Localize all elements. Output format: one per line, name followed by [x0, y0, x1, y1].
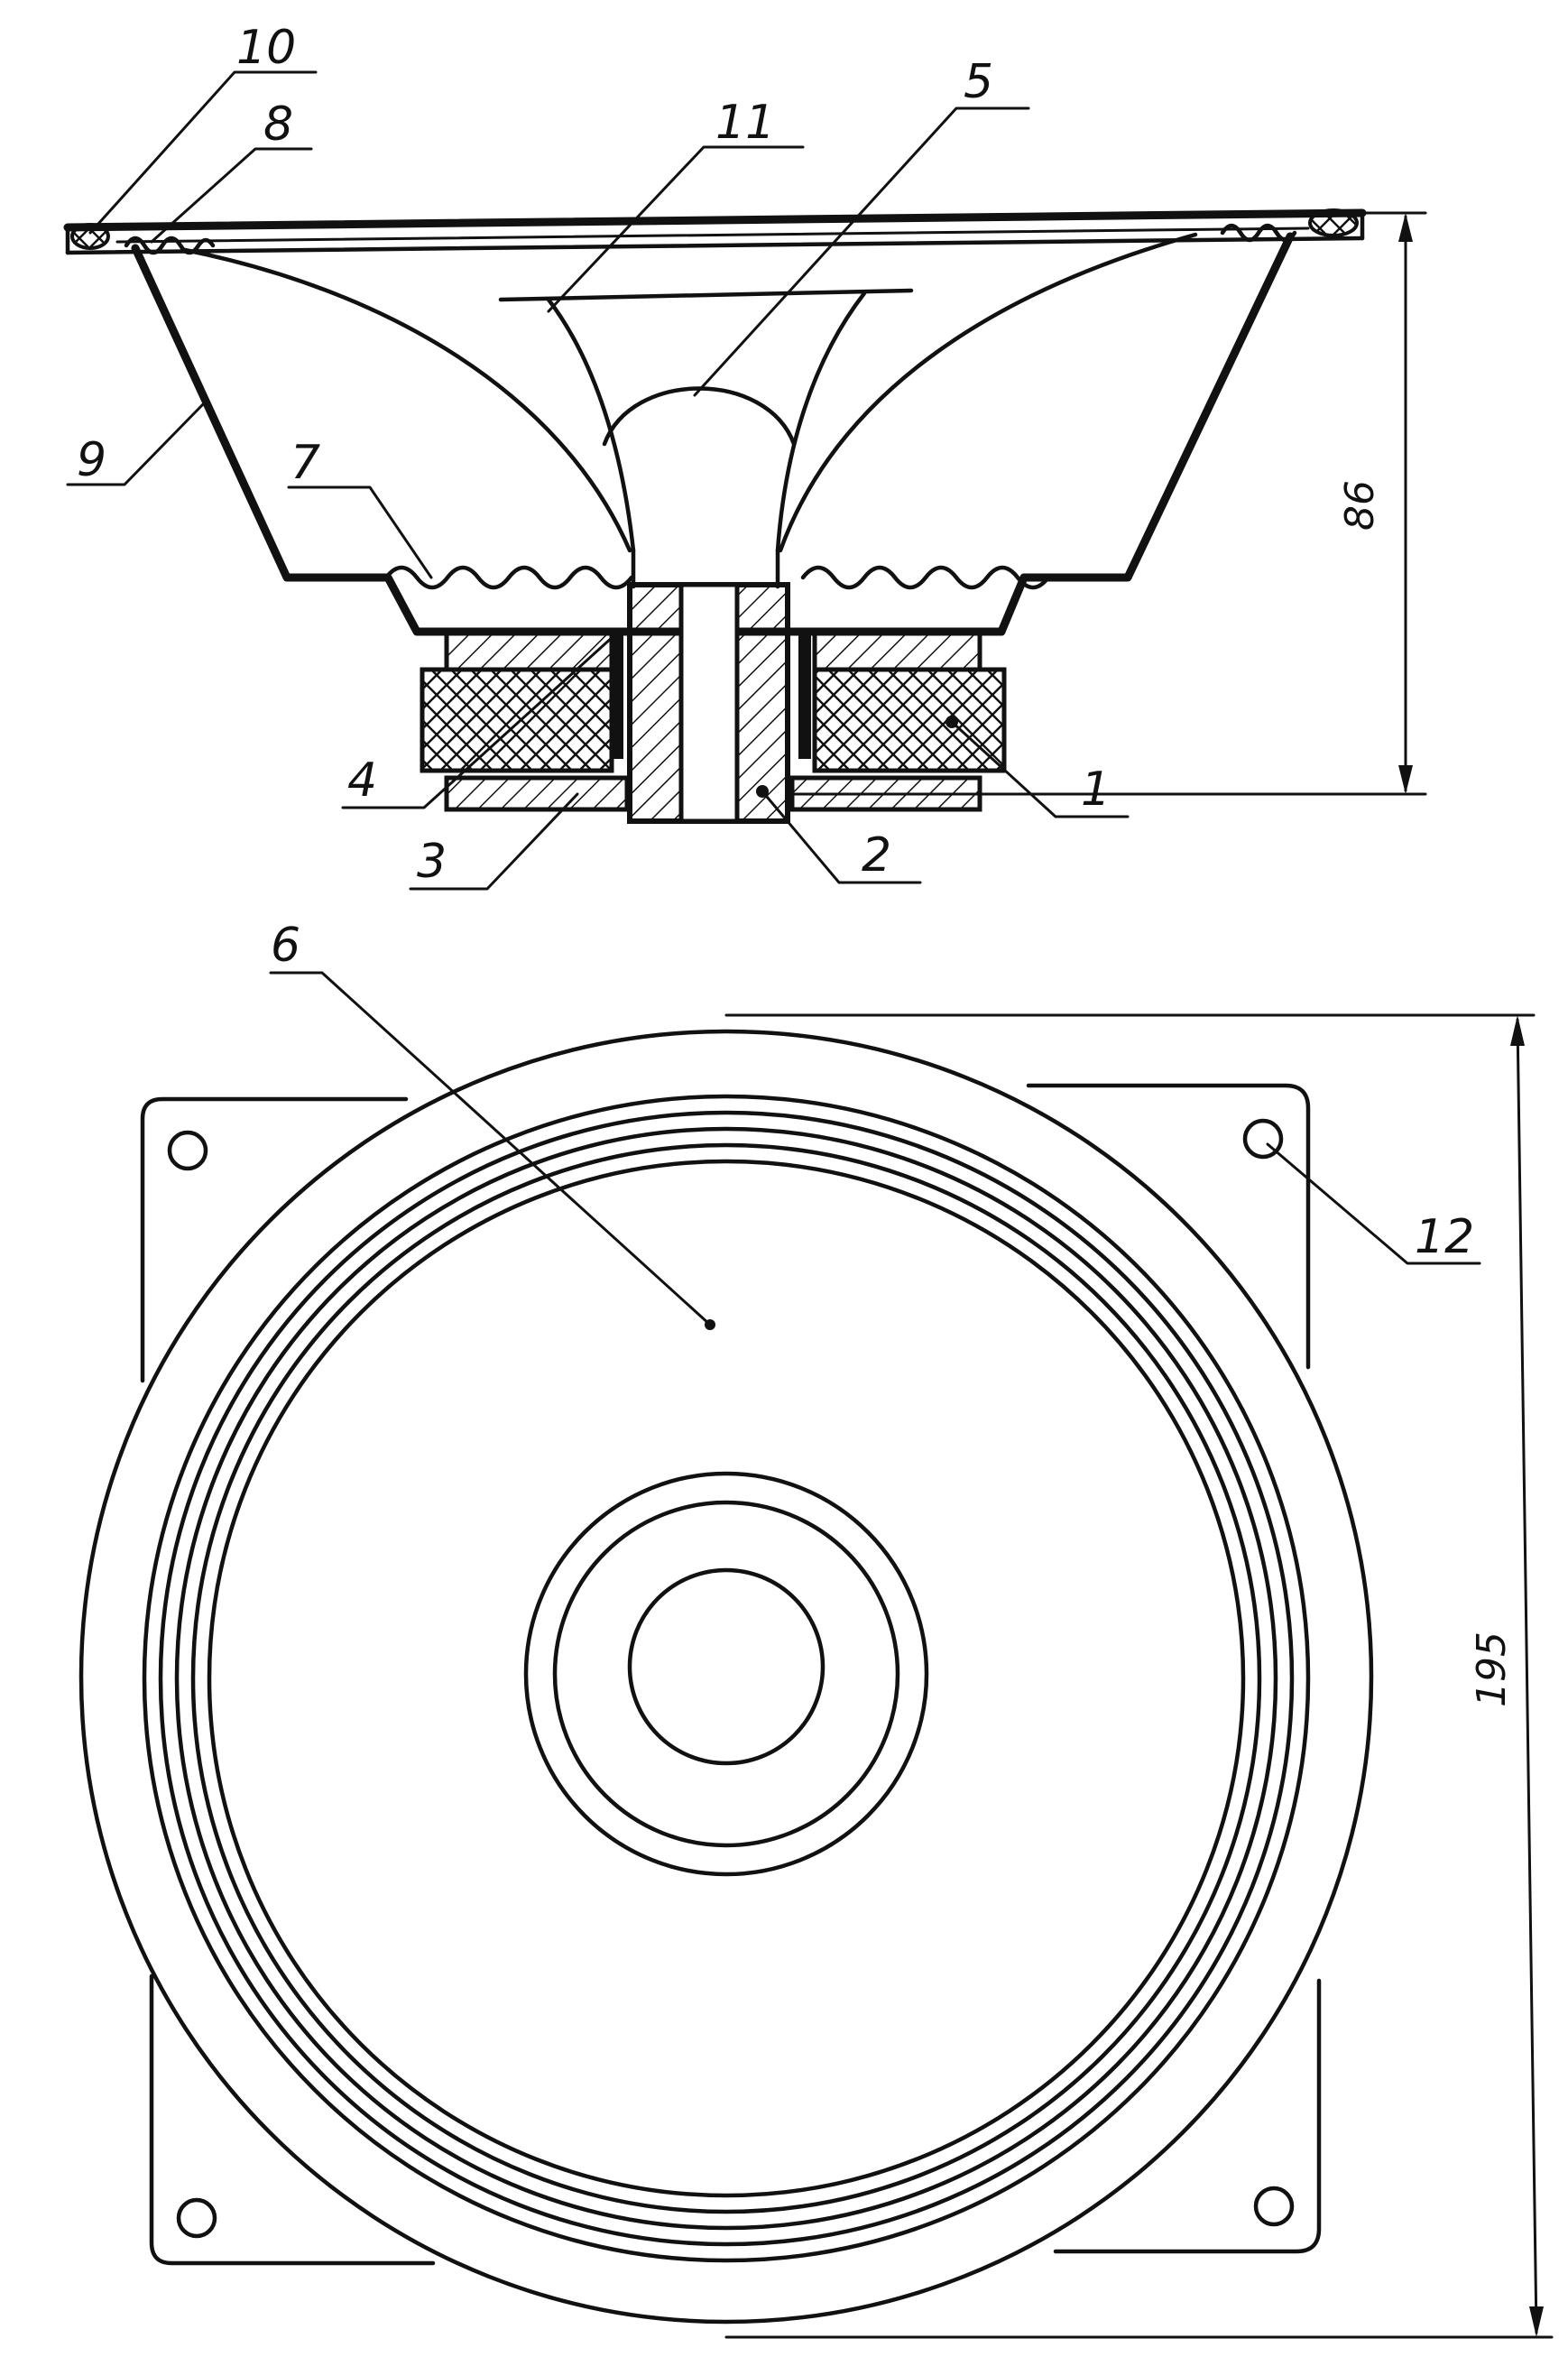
label-1: 1 [1081, 763, 1111, 817]
label-5: 5 [964, 55, 993, 109]
voice-coil-right [798, 631, 811, 759]
label-3: 3 [417, 835, 447, 889]
outer-suspension-right [1220, 223, 1297, 243]
dust-cap [602, 386, 797, 447]
outer-rim [78, 1029, 1374, 2325]
mounting-plate [140, 1083, 1322, 2266]
dimension-height: 86 [792, 211, 1427, 796]
dimension-height-label: 86 [1337, 480, 1383, 531]
label-4: 4 [347, 753, 377, 808]
label-12: 12 [1415, 1210, 1474, 1264]
mounting-hole-bl [176, 2197, 217, 2239]
dimension-width: 195 [724, 1013, 1554, 2339]
surround-rings [142, 1094, 1311, 2263]
bottom-plate-left [444, 775, 630, 812]
spider-left [383, 565, 634, 590]
leaders: 10 8 11 5 9 7 4 3 2 1 6 12 [66, 21, 1481, 1326]
front-view [78, 1029, 1374, 2325]
dimension-width-label: 195 [1469, 1631, 1515, 1707]
phase-plug [498, 288, 914, 589]
label-9: 9 [77, 433, 106, 487]
center-rings [523, 1471, 929, 1877]
label-8: 8 [263, 97, 293, 152]
cone-left [182, 247, 632, 553]
top-plate-right [812, 629, 982, 672]
label-6: 6 [271, 919, 300, 973]
top-plate-left [444, 629, 614, 672]
cone-right [778, 232, 1198, 553]
gasket-left [70, 223, 110, 250]
section-view [63, 208, 1367, 824]
magnet-right [812, 667, 1007, 773]
label-2: 2 [862, 828, 891, 883]
gasket-right [1308, 208, 1359, 237]
mounting-hole-tl [167, 1130, 208, 1171]
voice-coil-left [611, 631, 623, 759]
mounting-hole-br [1253, 2186, 1295, 2227]
label-11: 11 [715, 96, 775, 150]
pole-piece [627, 582, 790, 824]
outer-suspension-left [124, 236, 216, 255]
label-7: 7 [291, 436, 320, 490]
magnet-left [420, 667, 614, 773]
front-rim [63, 208, 1367, 255]
spider-right [800, 565, 1051, 590]
label-10: 10 [236, 21, 296, 75]
